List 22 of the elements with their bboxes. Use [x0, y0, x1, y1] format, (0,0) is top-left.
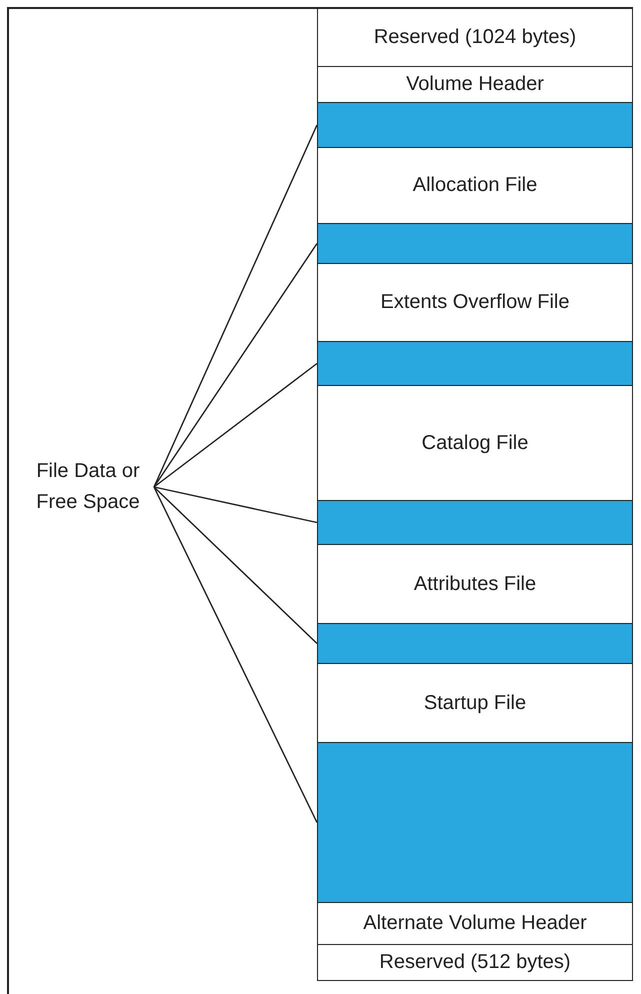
free-space-bar — [317, 223, 633, 264]
volume-section: Reserved (1024 bytes) — [317, 8, 633, 67]
volume-section: Catalog File — [317, 385, 633, 501]
leader-line — [154, 486, 318, 644]
volume-section: Alternate Volume Header — [317, 902, 633, 945]
region-label: File Data or Free Space — [22, 440, 154, 534]
volume-section: Reserved (512 bytes) — [317, 944, 633, 981]
volume-section: Volume Header — [317, 66, 633, 103]
leader-line — [153, 243, 318, 488]
volume-section: Attributes File — [317, 544, 633, 624]
leader-line — [154, 362, 318, 488]
volume-section: Allocation File — [317, 147, 633, 224]
leader-line — [153, 486, 318, 823]
free-space-bar — [317, 102, 633, 148]
volume-section: Extents Overflow File — [317, 263, 633, 342]
free-space-bar — [317, 623, 633, 664]
free-space-bar — [317, 341, 633, 386]
leader-line — [154, 486, 318, 524]
leader-line — [153, 124, 318, 488]
volume-section: Startup File — [317, 663, 633, 743]
free-space-bar — [317, 500, 633, 545]
free-space-bar — [317, 742, 633, 903]
